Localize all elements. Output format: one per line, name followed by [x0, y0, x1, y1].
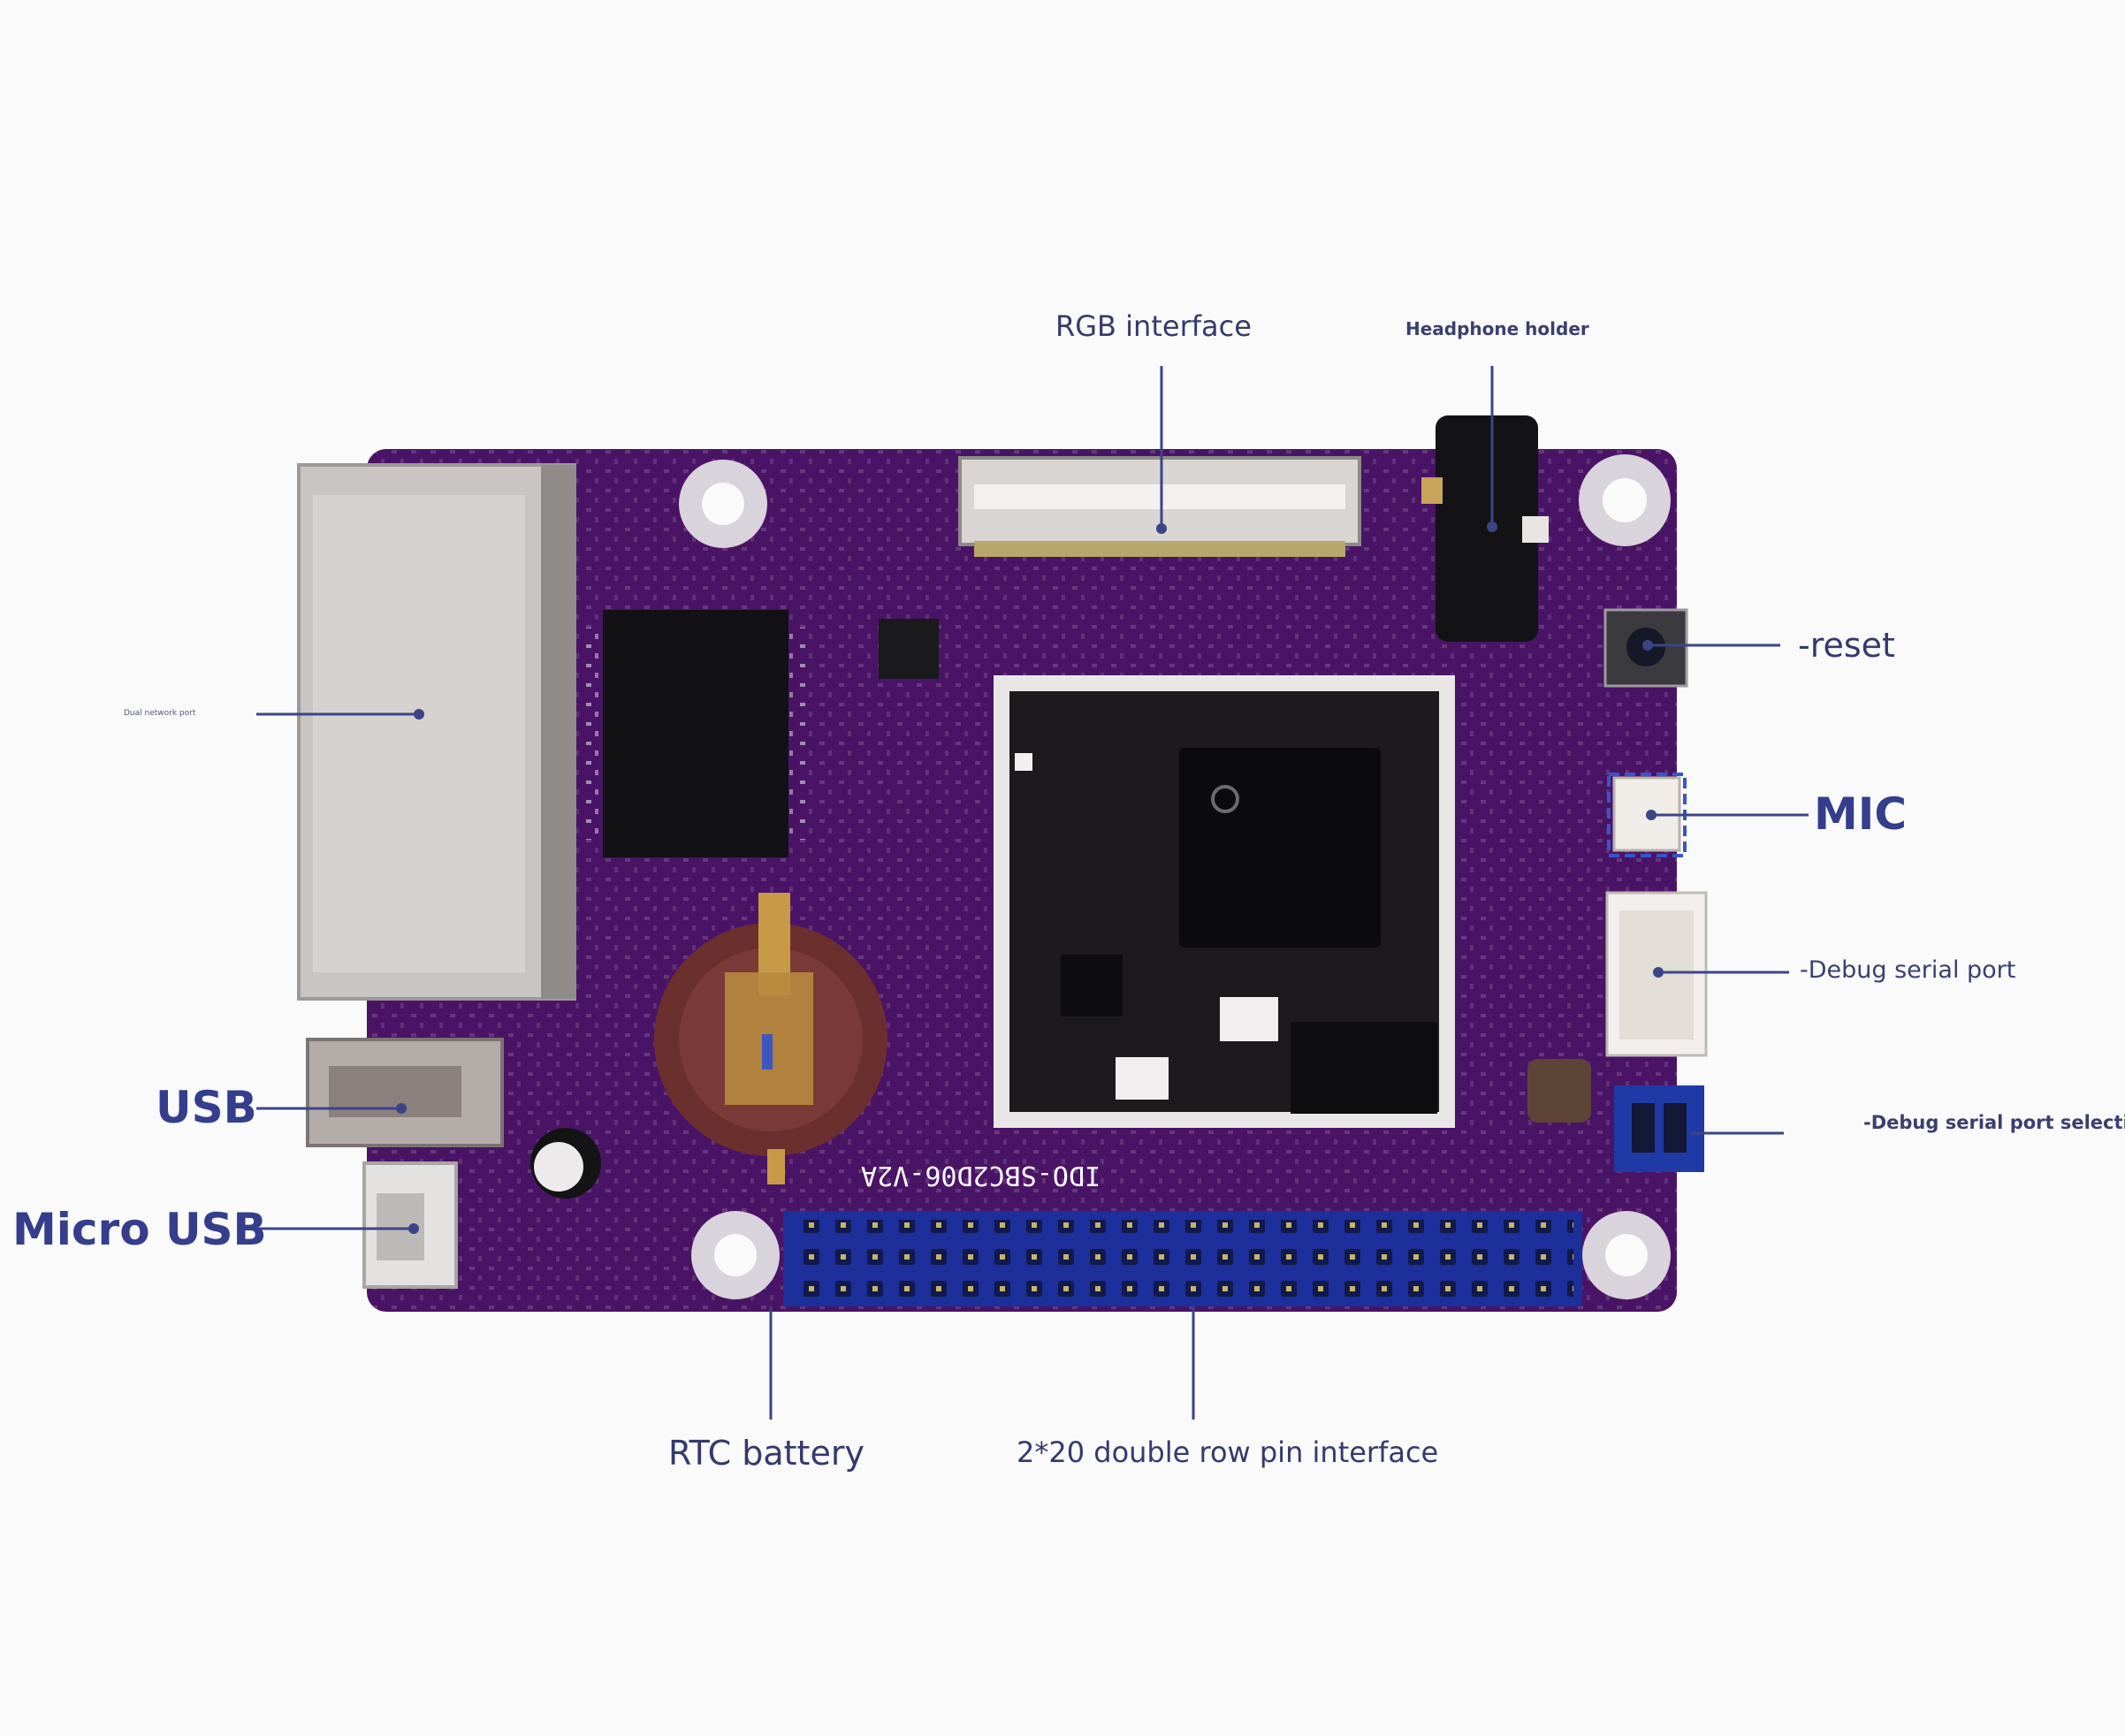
silkscreen-title: IDO-SBC2D06-V2A — [861, 1160, 1101, 1191]
label-usb: USB — [156, 1082, 257, 1133]
usb-a-connector — [306, 1038, 504, 1147]
label-pin-interface: 2*20 double row pin interface — [1017, 1435, 1439, 1469]
label-debug-serial-port: -Debug serial port — [1800, 956, 2016, 984]
headphone-jack — [1421, 415, 1549, 642]
label-dual-network-port: Dual network port — [124, 709, 196, 718]
rgb-connector — [958, 456, 1361, 557]
mounting-holes — [679, 454, 1671, 1299]
label-rgb-interface: RGB interface — [1055, 309, 1252, 343]
core-module — [994, 675, 1455, 1128]
debug-jumper — [1614, 1085, 1704, 1172]
label-reset: -reset — [1798, 626, 1895, 665]
ethernet-jack — [297, 463, 576, 1001]
leader-dots — [396, 522, 1664, 1234]
transformer-chip — [585, 610, 806, 857]
capacitor — [530, 1128, 601, 1199]
label-mic: MIC — [1814, 788, 1908, 840]
label-debug-serial-selection: -Debug serial port selection — [1863, 1112, 2125, 1133]
label-headphone-holder: Headphone holder — [1405, 318, 1589, 339]
rtc-battery-holder — [654, 893, 887, 1184]
label-micro-usb: Micro USB — [12, 1204, 267, 1255]
micro-usb-connector — [362, 1161, 458, 1289]
pin-header-2x20 — [783, 1211, 1582, 1306]
label-rtc-battery: RTC battery — [668, 1434, 864, 1473]
leader-lines — [256, 366, 1809, 1420]
